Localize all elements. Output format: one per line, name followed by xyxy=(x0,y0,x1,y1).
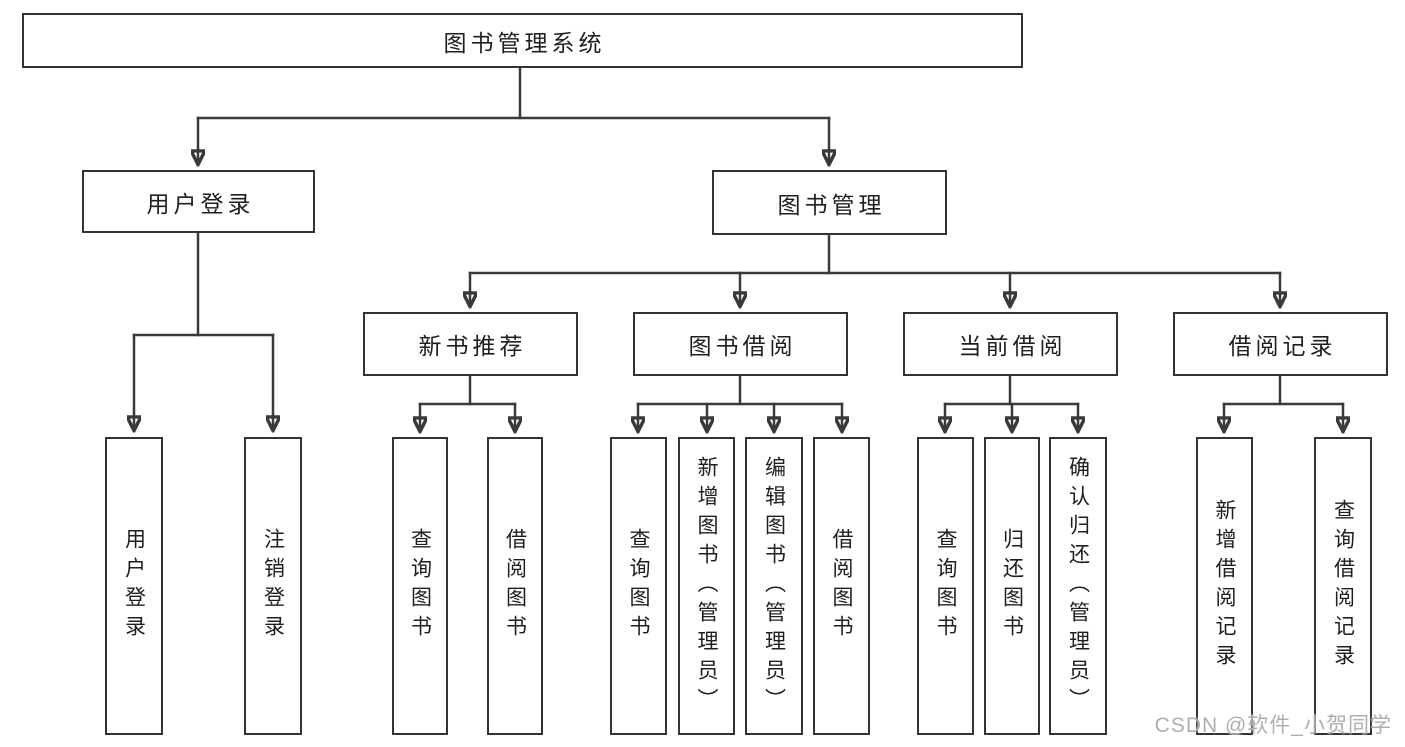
leaf-confirm-return-admin: 确认归还（管理员） xyxy=(1049,437,1107,735)
csdn-watermark: CSDN @软件_小贺同学 xyxy=(1154,714,1392,737)
node-new-book-recommend: 新书推荐 xyxy=(363,312,578,376)
node-borrow-records: 借阅记录 xyxy=(1173,312,1388,376)
leaf-query-books-1: 查询图书 xyxy=(392,437,448,735)
node-user-login: 用户登录 xyxy=(82,170,315,233)
leaf-query-books-3: 查询图书 xyxy=(917,437,974,735)
leaf-add-books-admin: 新增图书（管理员） xyxy=(678,437,735,735)
leaf-query-books-2: 查询图书 xyxy=(610,437,667,735)
node-root-system: 图书管理系统 xyxy=(22,13,1023,68)
leaf-return-books: 归还图书 xyxy=(984,437,1040,735)
node-current-borrow: 当前借阅 xyxy=(903,312,1118,376)
node-book-borrow: 图书借阅 xyxy=(633,312,848,376)
leaf-user-login: 用户登录 xyxy=(105,437,163,735)
leaf-edit-books-admin: 编辑图书（管理员） xyxy=(745,437,803,735)
leaf-logout: 注销登录 xyxy=(244,437,302,735)
leaf-add-borrow-record: 新增借阅记录 xyxy=(1196,437,1253,735)
leaf-borrow-books-2: 借阅图书 xyxy=(813,437,870,735)
node-book-management: 图书管理 xyxy=(712,170,947,235)
leaf-borrow-books-1: 借阅图书 xyxy=(487,437,543,735)
leaf-query-borrow-record: 查询借阅记录 xyxy=(1314,437,1372,735)
